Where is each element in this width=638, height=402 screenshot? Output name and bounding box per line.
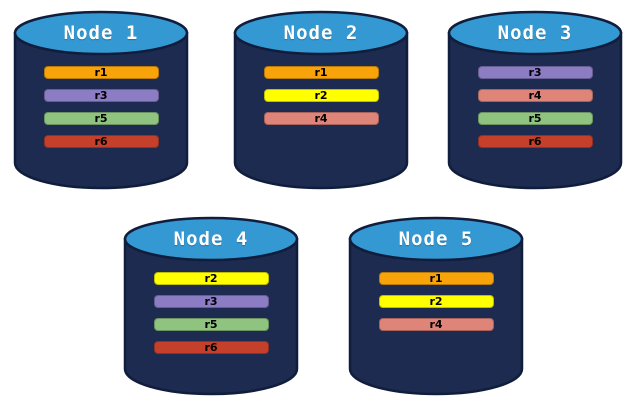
replica-list: r1 r2 r4 bbox=[232, 66, 410, 125]
replica-bar-r3: r3 bbox=[43, 89, 159, 102]
cylinder-top-ellipse bbox=[447, 10, 623, 56]
replica-list: r1 r2 r4 bbox=[347, 272, 525, 331]
replica-bar-r2: r2 bbox=[378, 295, 494, 308]
db-node-3: Node 3 r3 r4 r5 r6 bbox=[446, 8, 624, 192]
replica-bar-r1: r1 bbox=[378, 272, 494, 285]
replica-bar-r1: r1 bbox=[43, 66, 159, 79]
replica-bar-r2: r2 bbox=[263, 89, 379, 102]
node-title: Node 3 bbox=[497, 22, 573, 44]
cylinder-top-ellipse bbox=[348, 216, 524, 262]
replica-list: r3 r4 r5 r6 bbox=[446, 66, 624, 148]
node-title: Node 5 bbox=[398, 228, 474, 250]
replica-bar-r4: r4 bbox=[263, 112, 379, 125]
db-node-2: Node 2 r1 r2 r4 bbox=[232, 8, 410, 192]
db-node-5: Node 5 r1 r2 r4 bbox=[347, 214, 525, 398]
replica-bar-r6: r6 bbox=[43, 135, 159, 148]
replica-bar-r3: r3 bbox=[153, 295, 269, 308]
replica-bar-r6: r6 bbox=[477, 135, 593, 148]
replica-list: r2 r3 r5 r6 bbox=[122, 272, 300, 354]
node-title: Node 4 bbox=[173, 228, 249, 250]
cylinder-top-ellipse bbox=[13, 10, 189, 56]
replica-list: r1 r3 r5 r6 bbox=[12, 66, 190, 148]
replica-bar-r2: r2 bbox=[153, 272, 269, 285]
replica-bar-r4: r4 bbox=[477, 89, 593, 102]
replica-bar-r4: r4 bbox=[378, 318, 494, 331]
cylinder-top-ellipse bbox=[233, 10, 409, 56]
db-node-1: Node 1 r1 r3 r5 r6 bbox=[12, 8, 190, 192]
replica-bar-r5: r5 bbox=[43, 112, 159, 125]
node-title: Node 1 bbox=[63, 22, 139, 44]
replica-bar-r5: r5 bbox=[153, 318, 269, 331]
replica-bar-r5: r5 bbox=[477, 112, 593, 125]
replica-bar-r1: r1 bbox=[263, 66, 379, 79]
replica-bar-r6: r6 bbox=[153, 341, 269, 354]
node-title: Node 2 bbox=[283, 22, 359, 44]
cylinder-top-ellipse bbox=[123, 216, 299, 262]
db-node-4: Node 4 r2 r3 r5 r6 bbox=[122, 214, 300, 398]
replica-bar-r3: r3 bbox=[477, 66, 593, 79]
